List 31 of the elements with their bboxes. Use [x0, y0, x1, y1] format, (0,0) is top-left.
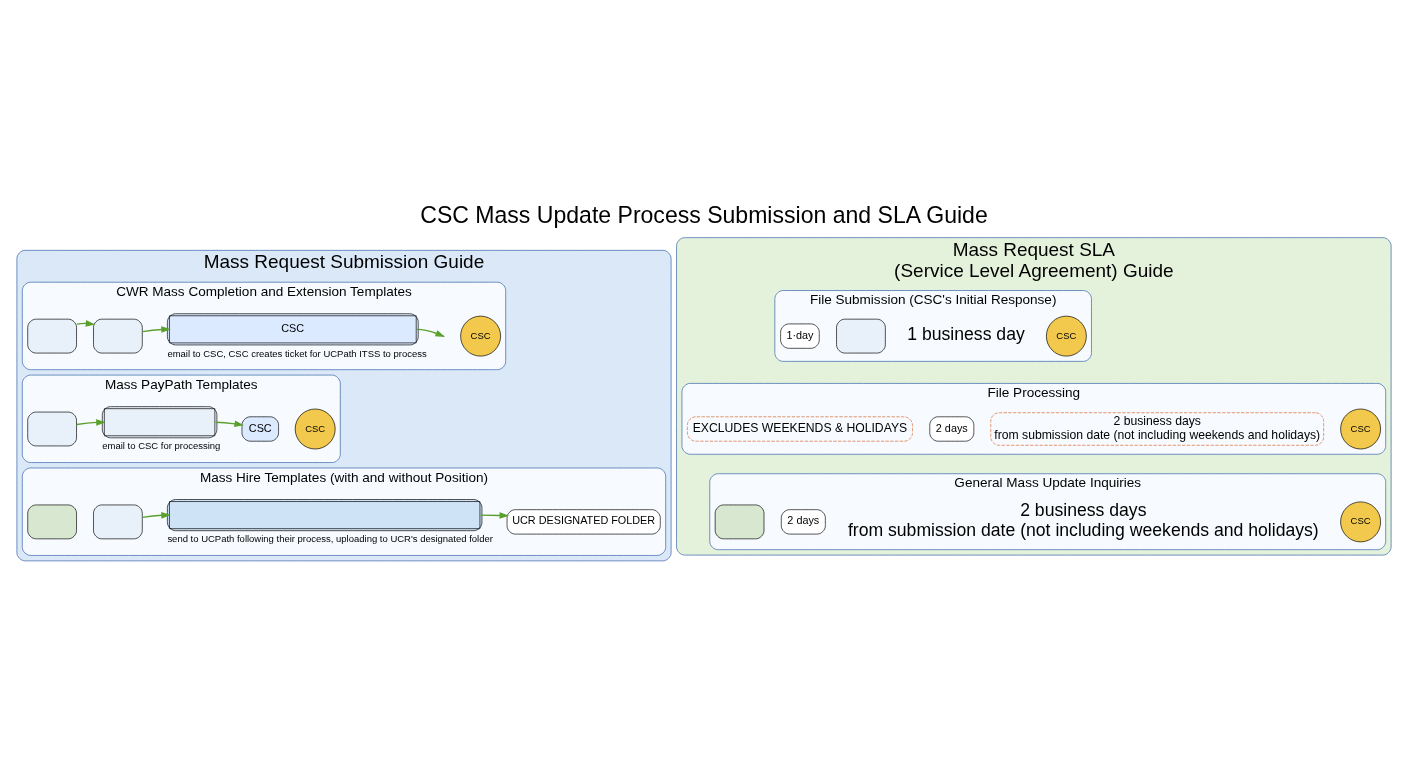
node-box: 2 days [929, 416, 975, 442]
node-box [93, 504, 143, 540]
node-box: UCR DESIGNATED FOLDER [506, 509, 661, 535]
node-person [27, 504, 77, 540]
arrow [141, 326, 171, 333]
node-box: 2 days [780, 509, 826, 535]
node-text: 2 business days from submission date (not including weekends and holidays) [847, 500, 1319, 540]
diagram-title: CSC Mass Update Process Submission and SLA Guide [420, 201, 988, 228]
node-circle: CSC [294, 408, 336, 450]
arrow [214, 420, 244, 428]
node-person [714, 504, 765, 540]
node-circle: CSC [1340, 408, 1381, 450]
node-label: email to CSC, CSC creates ticket for UCPath ITSS to process [167, 347, 427, 359]
arrow [76, 419, 106, 426]
node-circle: CSC [460, 315, 501, 357]
node-label: send to UCPath following their process, uploading to UCR's designated folder [167, 533, 493, 545]
node-box [93, 318, 143, 354]
arrow [479, 512, 510, 519]
node-circle: CSC [1340, 501, 1381, 543]
node-box: EXCLUDES WEEKENDS & HOLIDAYS [687, 416, 913, 442]
node-text: 1 business day [907, 324, 1025, 345]
node-box: 2 business days from submission date (not including weekends and holidays) [990, 412, 1324, 446]
arrow [141, 511, 171, 519]
node-circle: CSC [1046, 315, 1087, 357]
node-label: email to CSC for processing [102, 440, 221, 452]
node-box [836, 318, 886, 354]
node-box: CSC [241, 416, 279, 442]
node-box: 1·day [780, 323, 820, 349]
node-box [27, 318, 77, 354]
arrow [416, 328, 445, 337]
node-box [27, 411, 77, 447]
